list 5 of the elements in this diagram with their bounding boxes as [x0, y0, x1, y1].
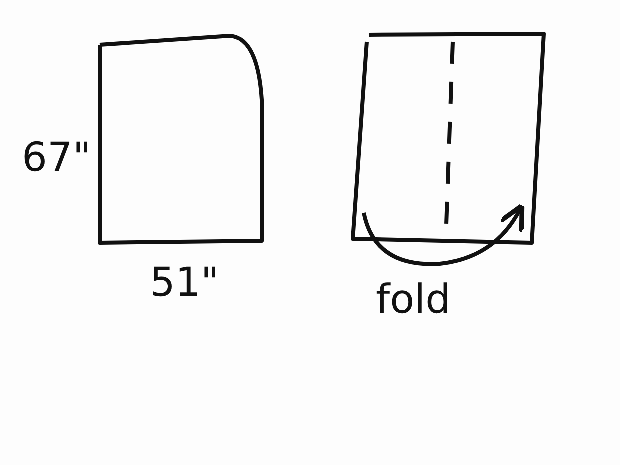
dimension-label: 51" — [150, 263, 220, 303]
fold-label: fold — [376, 280, 452, 320]
sheet-outline — [351, 32, 546, 245]
dimension-label: 67" — [22, 138, 92, 178]
sheet-outline — [98, 34, 264, 245]
